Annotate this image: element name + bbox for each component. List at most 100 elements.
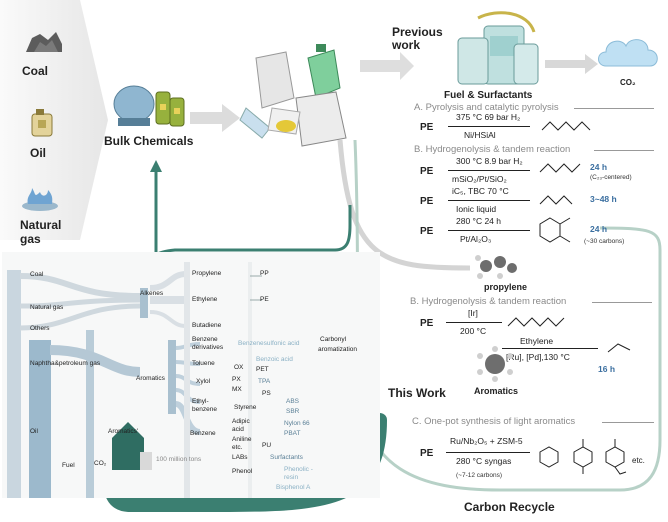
route-b2-catalyst: Ionic liquid — [456, 204, 497, 214]
branched-alkane-structure — [539, 163, 581, 173]
aromatics-label: Aromatics — [474, 386, 519, 396]
sankey-aniline: Aniline etc. — [232, 436, 252, 451]
route-c-conditions: 280 °C syngas — [456, 456, 512, 466]
sankey-aromatics-prime: Aromatics' — [108, 428, 139, 435]
bulk-chemicals-label: Bulk Chemicals — [104, 134, 194, 148]
sankey-mx: MX — [232, 386, 242, 393]
sankey-others: Others — [30, 325, 50, 332]
route-b3-time: 24 h — [590, 224, 608, 234]
sankey-aromatization: aromatization — [318, 346, 358, 353]
divider — [602, 422, 654, 423]
sankey-px: PX — [232, 376, 241, 383]
sankey-fuel: Fuel — [62, 462, 75, 469]
fuel-canisters-icon — [457, 11, 539, 85]
ethylene-time: 16 h — [598, 364, 616, 374]
pe-label: PE — [420, 448, 434, 459]
sankey-nylon: Nylon 66 — [284, 420, 310, 427]
source-natural-gas-label: Natural gas — [20, 218, 62, 246]
aromatics-prime-arrow — [112, 422, 144, 470]
sankey-naphtha: Naphtha&petroleum gas — [30, 360, 101, 367]
sankey-toluene: Toluene — [192, 360, 215, 367]
sankey-oil: Oil — [30, 428, 38, 435]
previous-work-label: Previous work — [392, 25, 443, 52]
bulk-to-plastic-arrow — [190, 104, 240, 132]
route-b1-catalyst: mSiO₂/Pt/SiO₂ — [452, 174, 507, 184]
sankey-abs: ABS — [286, 398, 300, 405]
oil-jerrycan-icon — [31, 109, 53, 137]
route-ir-top: [Ir] — [468, 308, 478, 318]
plastic-waste-icon — [239, 44, 347, 147]
sankey-surfactants: Surfactants — [270, 454, 303, 461]
aromatic-molecule-icon — [477, 346, 513, 382]
sankey-tpa: TPA — [258, 378, 271, 385]
route-b2b-title: B. Hydrogenolysis & tandem reaction — [410, 296, 567, 307]
sankey-benzoic: Benzoic acid — [256, 356, 293, 363]
alkane-chain-structure — [541, 121, 591, 131]
route-b1-note: (C₂₃-centered) — [590, 174, 632, 181]
route-b1-conditions-top: 300 °C 8.9 bar H₂ — [456, 156, 523, 166]
sankey-pu: PU — [262, 442, 272, 449]
sankey-carbonyl: Carbonyl — [320, 336, 347, 343]
sankey-bisphenol: Bisphenol A — [276, 484, 311, 491]
fuel-surfactants-label: Fuel & Surfactants — [444, 90, 533, 101]
sankey-phenolic: Phenolic -resin — [284, 466, 313, 481]
reaction-arrow — [448, 126, 530, 127]
recycle-arrowhead — [150, 160, 162, 172]
olefin-chain-structure — [507, 317, 565, 327]
sankey-ox: OX — [234, 364, 244, 371]
co2-cloud-icon — [598, 39, 658, 67]
route-a-title: A. Pyrolysis and catalytic pyrolysis — [414, 102, 559, 113]
propylene-molecule-icon — [475, 255, 517, 279]
sankey-natural-gas: Natural gas — [30, 304, 64, 311]
route-a-catalyst: Ni/HSiAl — [464, 130, 496, 140]
route-b3-conditions-top: 280 °C 24 h — [456, 216, 501, 226]
divider — [592, 302, 652, 303]
pe-label: PE — [420, 318, 434, 329]
ethylene-label: Ethylene — [520, 336, 554, 346]
sankey-butadiene: Butadiene — [192, 322, 222, 329]
pe-label: PE — [420, 196, 434, 207]
isoalkane-structure — [539, 195, 573, 205]
this-work-label: This Work — [388, 386, 446, 400]
sankey-styrene: Styrene — [234, 404, 257, 411]
divider — [574, 108, 654, 109]
alkylbenzene-structure — [539, 217, 571, 243]
sankey-ethylbenzene: Ethyl-benzene — [192, 398, 217, 413]
route-c-catalyst: Ru/Nb₂O₅ + ZSM-5 — [450, 436, 523, 446]
divider — [594, 150, 654, 151]
carbon-recycle-label: Carbon Recycle — [464, 500, 555, 514]
storage-tanks-icon — [113, 85, 185, 127]
reaction-arrow — [448, 170, 530, 171]
pe-label: PE — [420, 122, 434, 133]
sankey-labs: LABs — [232, 454, 248, 461]
light-aromatics-structures — [539, 439, 627, 475]
sankey-ps: PS — [262, 390, 271, 397]
route-c-etc: etc. — [632, 456, 645, 465]
sankey-phenol: Phenol — [232, 468, 253, 475]
sankey-scale-label: 100 million tons — [156, 456, 202, 463]
co2-label: CO₂ — [620, 78, 636, 87]
sankey-ethylene: Ethylene — [192, 296, 218, 303]
route-c-note: (~7-12 carbons) — [456, 472, 503, 479]
sankey-adipic: Adipic acid — [232, 418, 250, 433]
route-b1-time: 24 h — [590, 162, 608, 172]
sankey-pe: PE — [260, 296, 269, 303]
sankey-benzenesulfonic: Benzenesulfonic acid — [238, 340, 300, 347]
reaction-arrow — [502, 348, 598, 349]
route-b3-note: (~30 carbons) — [584, 238, 625, 245]
propylene-structure — [607, 343, 631, 353]
source-oil-label: Oil — [30, 146, 47, 160]
fuel-to-co2-arrow — [545, 54, 598, 74]
route-ir-bottom: 200 °C — [460, 326, 487, 336]
sankey-co2: CO₂ — [94, 460, 107, 467]
sankey-benzene: Benzene — [190, 430, 216, 437]
sankey-benzene-derivatives: Benzene derivatives — [192, 336, 224, 351]
pe-label: PE — [420, 226, 434, 237]
ethylene-catalyst: [Ru], [Pd],130 °C — [506, 352, 570, 362]
sankey-pp: PP — [260, 270, 269, 277]
route-b-title: B. Hydrogenolysis & tandem reaction — [414, 144, 571, 155]
sankey-pet: PET — [256, 366, 269, 373]
sankey-pbat: PBAT — [284, 430, 301, 437]
plastic-to-fuel-arrow — [360, 52, 414, 80]
route-b2-conditions-top: iC₅, TBC 70 °C — [452, 186, 509, 196]
